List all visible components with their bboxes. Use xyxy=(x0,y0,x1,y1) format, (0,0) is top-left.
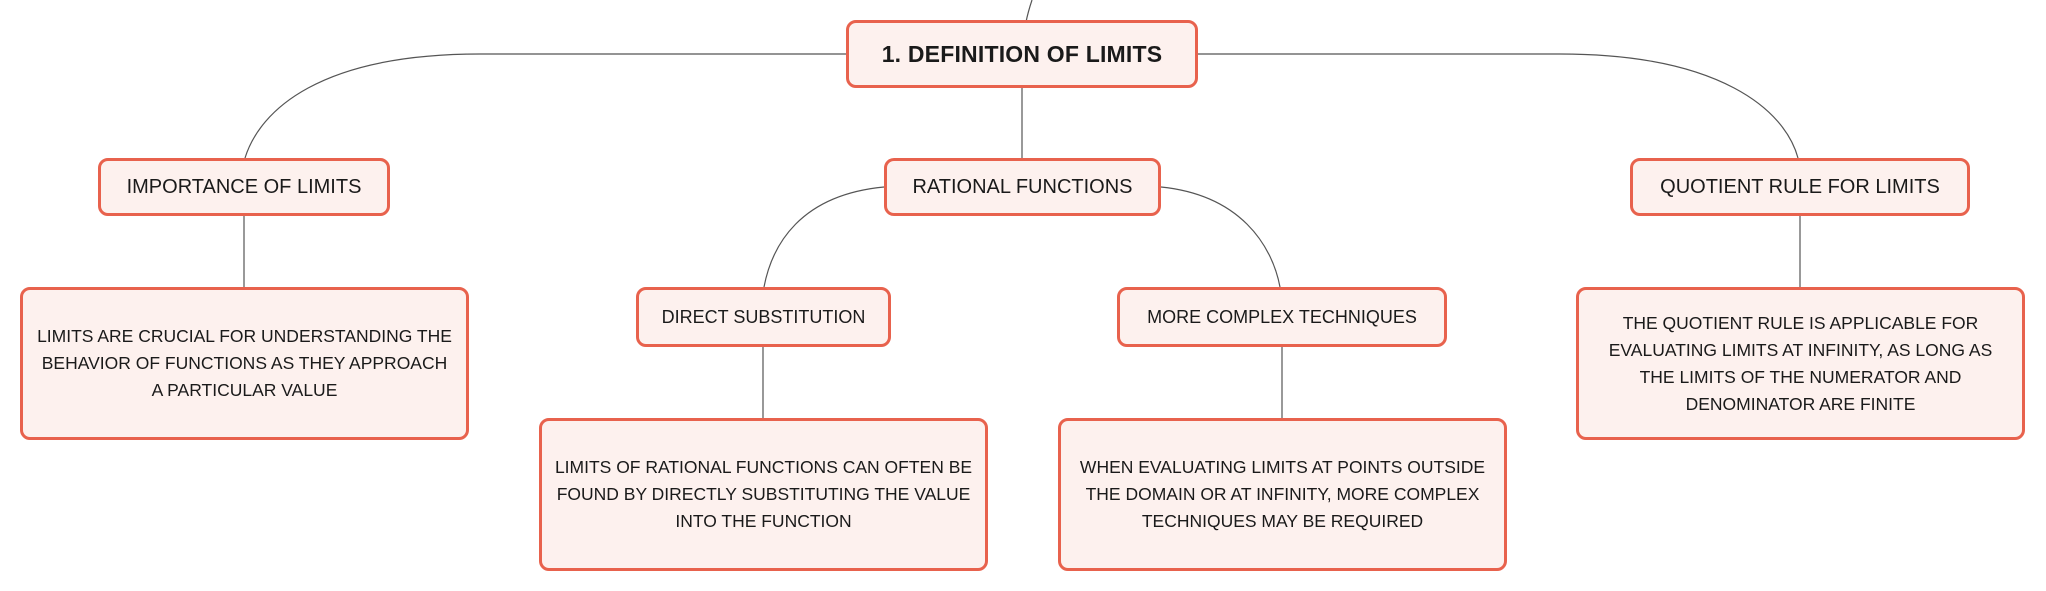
connector-root-quotient xyxy=(1198,53,1799,159)
topic-node-quotient-rule[interactable]: QUOTIENT RULE FOR LIMITS xyxy=(1630,158,1970,216)
detail-node-text: THE QUOTIENT RULE IS APPLICABLE FOR EVAL… xyxy=(1608,312,1993,414)
connector-rational-complex xyxy=(1160,186,1281,288)
subtopic-node-more-complex-techniques[interactable]: MORE COMPLEX TECHNIQUES xyxy=(1117,287,1447,347)
detail-node-text: WHEN EVALUATING LIMITS AT POINTS OUTSIDE… xyxy=(1079,457,1486,531)
root-node-label: 1. DEFINITION OF LIMITS xyxy=(881,40,1163,67)
connector-root-importance xyxy=(244,53,846,159)
topic-node-rational-functions[interactable]: RATIONAL FUNCTIONS xyxy=(884,158,1161,216)
subtopic-node-direct-substitution[interactable]: DIRECT SUBSTITUTION xyxy=(636,287,891,347)
subtopic-node-label: MORE COMPLEX TECHNIQUES xyxy=(1147,306,1417,327)
detail-node-direct-substitution[interactable]: LIMITS OF RATIONAL FUNCTIONS CAN OFTEN B… xyxy=(539,418,988,571)
connector-root-parent xyxy=(1025,0,1033,23)
connector-rational-direct xyxy=(763,186,885,288)
topic-node-importance-of-limits[interactable]: IMPORTANCE OF LIMITS xyxy=(98,158,390,216)
detail-node-text: LIMITS ARE CRUCIAL FOR UNDERSTANDING THE… xyxy=(37,326,452,400)
detail-node-importance[interactable]: LIMITS ARE CRUCIAL FOR UNDERSTANDING THE… xyxy=(20,287,469,440)
topic-node-label: RATIONAL FUNCTIONS xyxy=(912,175,1133,198)
root-node[interactable]: 1. DEFINITION OF LIMITS xyxy=(846,20,1198,88)
detail-node-quotient-rule[interactable]: THE QUOTIENT RULE IS APPLICABLE FOR EVAL… xyxy=(1576,287,2025,440)
detail-node-text: LIMITS OF RATIONAL FUNCTIONS CAN OFTEN B… xyxy=(554,457,973,531)
topic-node-label: IMPORTANCE OF LIMITS xyxy=(126,175,362,198)
subtopic-node-label: DIRECT SUBSTITUTION xyxy=(661,306,866,327)
topic-node-label: QUOTIENT RULE FOR LIMITS xyxy=(1660,175,1940,198)
detail-node-more-complex-techniques[interactable]: WHEN EVALUATING LIMITS AT POINTS OUTSIDE… xyxy=(1058,418,1507,571)
